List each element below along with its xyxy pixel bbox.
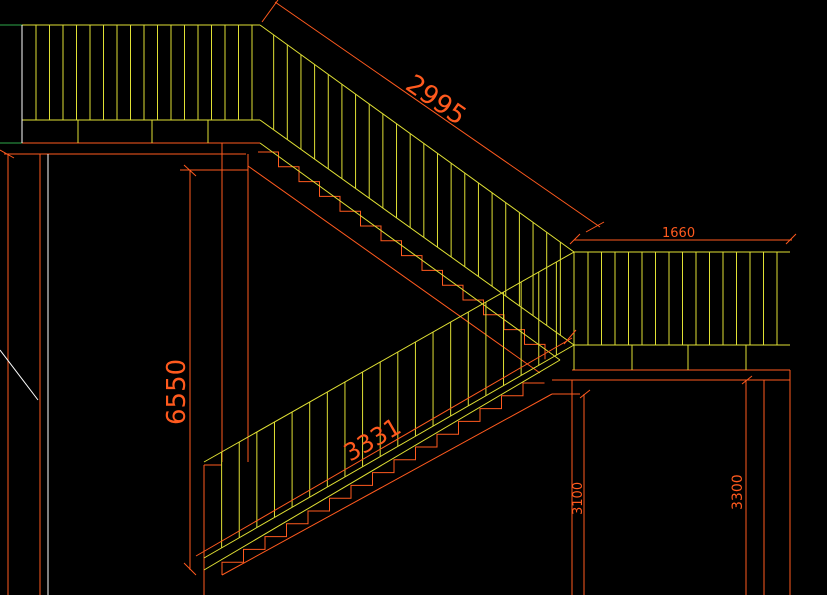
dim-tick [183,562,197,576]
dim-label-height: 6550 [162,359,192,425]
upper-stringer [247,165,541,374]
mid-landing-balusters [587,252,778,345]
lower-balusters [221,262,557,548]
dim-tick [785,233,797,245]
upper-rail-bottom [259,119,575,346]
dim-label-door-left: 3100 [571,482,586,515]
dim-label-door-right: 3300 [730,474,746,510]
upper-flight-steps [258,151,546,360]
lower-step-profile [221,382,545,575]
railings [21,24,790,571]
dim-line-lower [195,337,573,557]
dim-tick [563,329,577,345]
dim-tick [261,0,279,23]
dim-tick [585,221,605,233]
dim-tick [0,149,15,159]
lower-rail-bottom [203,344,575,559]
upper-balusters [273,34,561,336]
dim-tick [579,389,591,399]
dim-line-upper [274,1,601,228]
top-landing-balusters [35,25,253,120]
lower-stringer [221,393,553,576]
upper-handrail [259,24,575,253]
dim-tick [183,164,197,177]
white-diagonal [0,349,39,401]
misc-lines [0,24,49,595]
dim-label-landing: 1660 [662,226,695,241]
lower-handrail [203,251,575,463]
dimension-lines [0,0,797,595]
dim-tick [741,375,753,385]
dim-tick [569,233,581,245]
lower-flight-steps [221,382,545,575]
dim-label-upper-flight: 2995 [400,69,471,132]
dim-label-lower-flight: 3331 [339,412,406,467]
upper-rail-base [259,142,561,361]
lower-rail-base [203,359,561,571]
upper-step-profile [258,151,546,360]
